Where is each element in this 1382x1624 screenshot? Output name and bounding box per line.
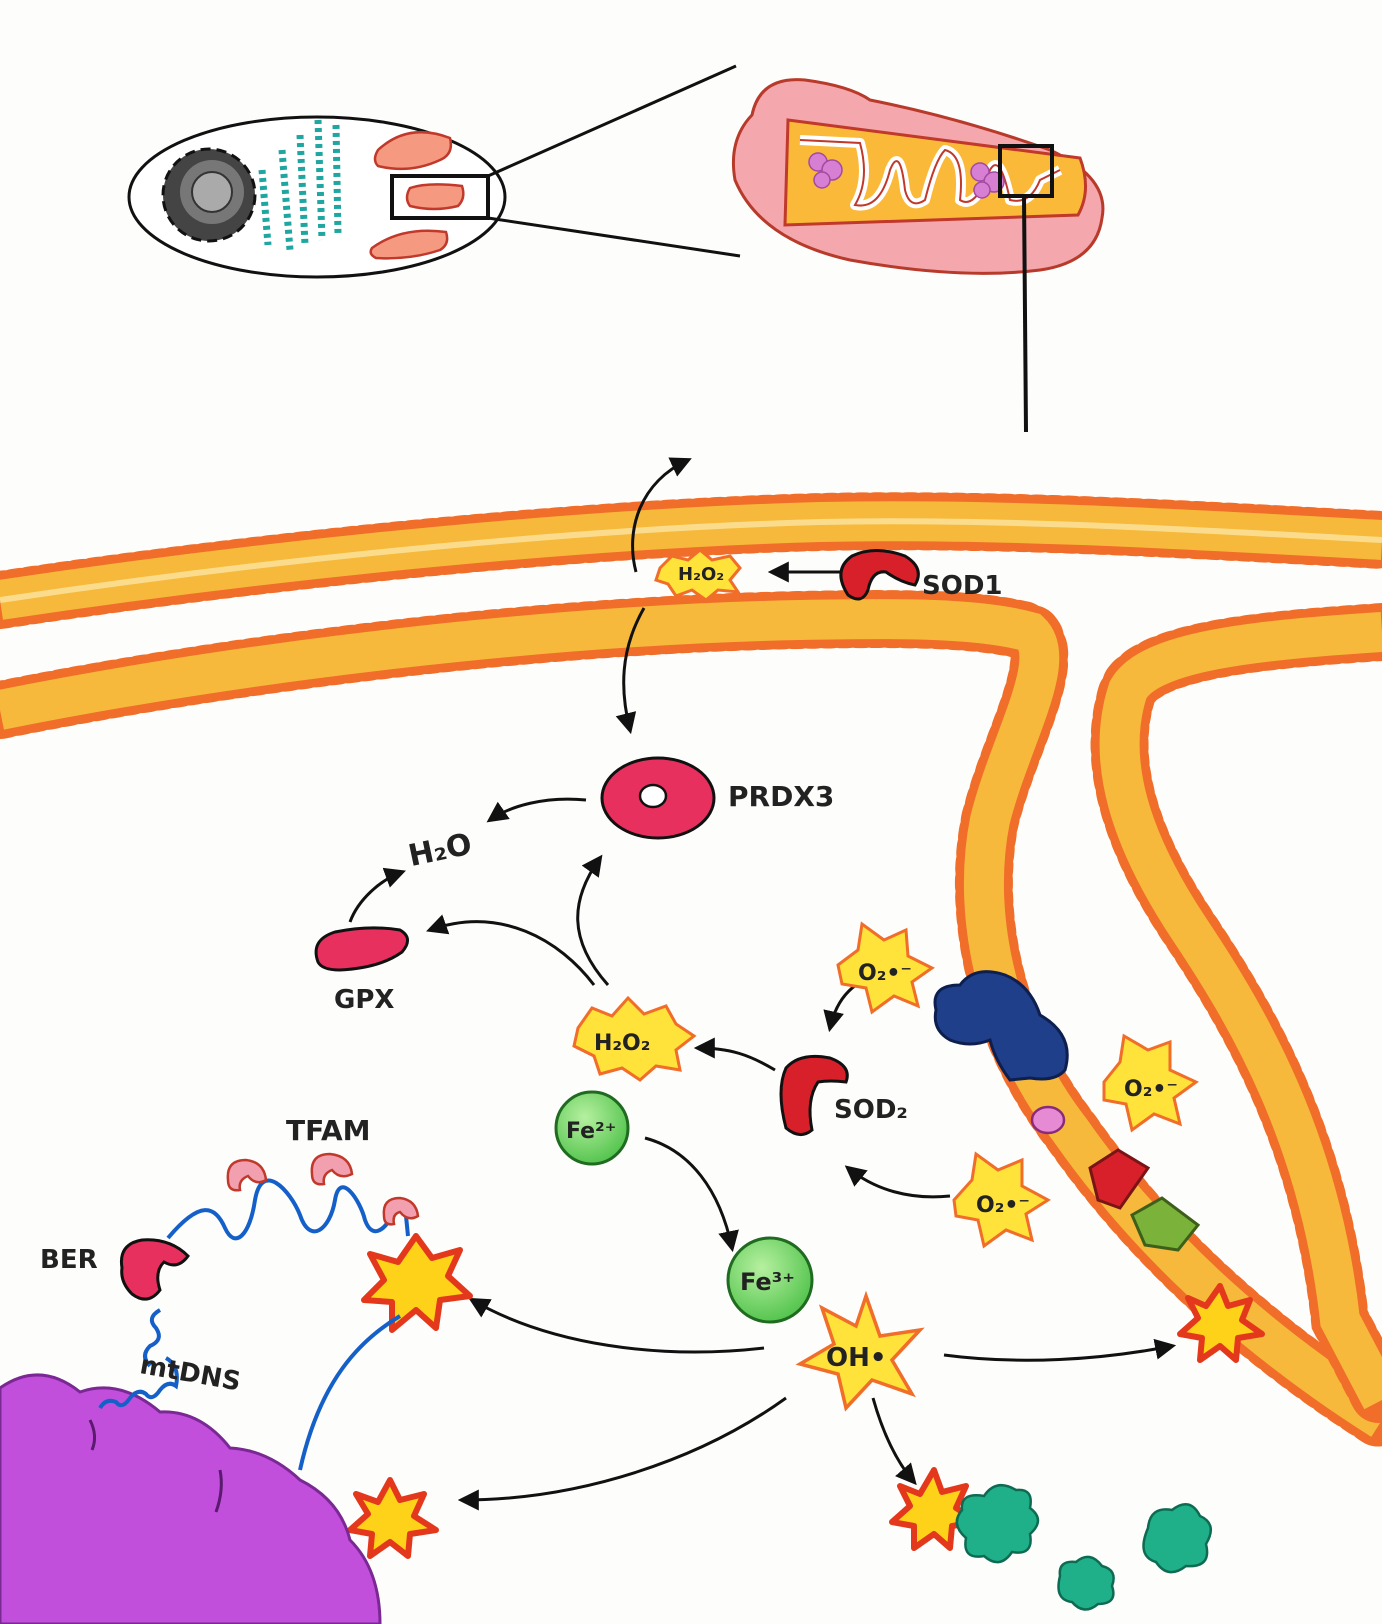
arrow-h2o2-prdx3 [615, 607, 646, 735]
protein-cluster-icon [808, 152, 1005, 199]
gpx-label: GPX [334, 985, 394, 1015]
arrow-h2o2-out [631, 457, 692, 573]
hydroxyl-radical: OH• [795, 1290, 925, 1412]
etc-complex-iii [1088, 1148, 1151, 1210]
sod2-label: SOD₂ [834, 1095, 908, 1125]
small-mitochondrion-icon [369, 130, 465, 260]
membranes [0, 492, 1382, 1449]
svg-text:H₂O₂: H₂O₂ [594, 1031, 650, 1056]
h2o2-mid: H₂O₂ [572, 995, 697, 1082]
arrow-sod2-h2o2 [693, 1037, 776, 1072]
crista-membrane [1099, 612, 1382, 1410]
h2o-label: H₂O [405, 827, 475, 874]
superoxide-3: O₂•⁻ [952, 1151, 1051, 1249]
arrow-superoxide-sod2 [823, 983, 857, 1033]
svg-text:O₂•⁻: O₂•⁻ [976, 1193, 1030, 1218]
nucleoid [0, 1373, 382, 1624]
etc-complex-iv [1130, 1196, 1201, 1252]
ber-enzyme [119, 1238, 190, 1301]
superoxide-1: O₂•⁻ [836, 921, 935, 1015]
svg-text:O₂•⁻: O₂•⁻ [858, 961, 912, 986]
nucleus-icon [161, 147, 257, 243]
prdx3-label: PRDX3 [728, 780, 834, 813]
arrow-h2o2-prdx3-mid [576, 854, 610, 986]
arrow-oh-nucleoid [457, 1396, 787, 1511]
prdx3-enzyme [600, 756, 716, 840]
fe3-ion: Fe³⁺ [726, 1236, 814, 1324]
arrow-prdx3-h2o [486, 797, 587, 823]
svg-text:Fe²⁺: Fe²⁺ [566, 1119, 616, 1144]
arrow-oh-proteins [871, 1397, 917, 1486]
svg-text:Fe³⁺: Fe³⁺ [740, 1268, 795, 1296]
superoxide-2: O₂•⁻ [1102, 1033, 1199, 1133]
mtdna-label: mtDNS [138, 1350, 243, 1397]
cell-overview [127, 64, 741, 279]
fe2-ion: Fe²⁺ [554, 1090, 630, 1166]
svg-text:O₂•⁻: O₂•⁻ [1124, 1077, 1178, 1102]
arrow-superoxide-sod2-low [844, 1165, 951, 1199]
mitochondrion-zoom [731, 78, 1105, 433]
gpx-enzyme [314, 926, 409, 972]
endoplasmic-reticulum-icon [258, 119, 342, 251]
tfam-label: TFAM [286, 1114, 371, 1147]
etc-complex-small [1030, 1105, 1066, 1135]
sod1-label: SOD1 [922, 571, 1003, 601]
etc-complex-i [933, 970, 1069, 1082]
damaged-protein-icon [955, 1483, 1213, 1611]
arrow-fe2-fe3 [644, 1136, 739, 1253]
h2o2-top: H₂O₂ [654, 548, 742, 602]
arrow-oh-mtdna [468, 1297, 765, 1354]
svg-text:OH•: OH• [826, 1343, 886, 1373]
pathway-arrows [348, 457, 1177, 1511]
tfam-protein-icon [226, 1152, 420, 1226]
inner-membrane [0, 599, 1382, 1437]
svg-text:H₂O₂: H₂O₂ [678, 564, 724, 585]
sod2-enzyme [779, 1054, 849, 1136]
arrow-oh-membrane [943, 1338, 1177, 1362]
arrow-gpx-h2o [348, 867, 406, 923]
sod1-enzyme [839, 549, 920, 601]
damage-splat-icon [347, 1233, 1265, 1559]
zoom-box-cell [390, 174, 490, 220]
arrow-h2o2-gpx [426, 914, 596, 986]
ber-label: BER [40, 1245, 98, 1275]
